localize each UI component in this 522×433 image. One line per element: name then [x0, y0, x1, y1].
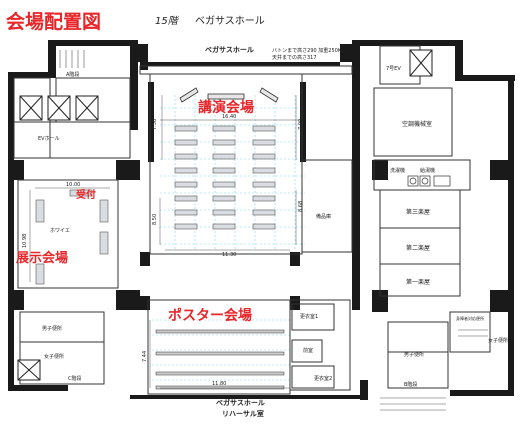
lecture-desks	[174, 125, 276, 230]
dim-1180: 11.80	[212, 381, 226, 387]
dim-868: 8.68	[298, 201, 304, 212]
elevator-shafts	[17, 49, 433, 381]
stage-screens	[179, 87, 279, 103]
stairs-b-label: B階段	[404, 381, 417, 388]
hall-top-label: ベガサスホール	[205, 45, 254, 54]
rehearsal-label-1: ベガサスホール	[216, 398, 265, 407]
room1-label: 第一楽屋	[406, 278, 430, 286]
dim-1000: 10.00	[66, 182, 80, 188]
laundry-label: 洗濯機	[390, 167, 405, 174]
exhibition-label: 展示会場	[16, 250, 68, 266]
stairs-a-label: A階段	[66, 71, 79, 78]
dim-744: 7.44	[142, 351, 148, 362]
floor-label: 15階	[155, 15, 180, 27]
room2-label: 第二楽屋	[406, 244, 430, 252]
exhibition-tables	[35, 189, 109, 285]
hall-label: ベガサスホール	[195, 15, 265, 27]
greenroom2-label: 更衣室2	[314, 375, 332, 382]
ev-hall-label: EVホール	[38, 136, 60, 142]
lecture-label: 講演会場	[198, 99, 254, 116]
batten-note-1: バトンまで高さ290 加重250K	[272, 47, 342, 54]
poster-panels	[155, 329, 285, 390]
foyer-label: ホワイエ	[50, 228, 70, 234]
dim-700: 7.00	[298, 119, 304, 130]
storage-label: 備品庫	[316, 213, 331, 220]
page-title: 会場配置図	[6, 10, 101, 33]
womens-right-label: 女子便所	[488, 337, 508, 344]
dim-1640: 16.40	[222, 114, 236, 120]
water-label: 給湯機	[420, 167, 435, 174]
rehearsal-label-2: リハーサル室	[222, 409, 264, 418]
room3-label: 第三楽屋	[406, 208, 430, 216]
lecture-grid	[152, 95, 305, 381]
machine-room-label: 空調機械室	[402, 120, 432, 128]
dim-850: 8.50	[152, 214, 158, 225]
elevator-7-label: 7号EV	[386, 66, 401, 72]
dim-1098: 10.98	[22, 234, 28, 248]
womens-left-label: 女子便所	[44, 353, 64, 360]
batten-note-2: 天井までの高さ317	[272, 54, 317, 61]
handicap-label: 身障者対応便所	[456, 315, 484, 321]
mens-right-label: 男子便所	[404, 351, 424, 358]
greenroom1-label: 更衣室1	[300, 313, 318, 320]
front-room-label: 前室	[303, 347, 313, 354]
poster-label: ポスター会場	[168, 307, 252, 324]
stairs-c-label: C階段	[68, 375, 82, 382]
walls	[8, 40, 515, 400]
room-outlines	[13, 45, 491, 395]
laundry-icons	[407, 175, 451, 187]
stairs	[59, 50, 488, 411]
mens-left-label: 男子便所	[42, 325, 62, 332]
dim-1130: 11.30	[222, 252, 236, 258]
dim-756: 7.56	[152, 119, 158, 130]
reception-label: 受付	[76, 188, 96, 201]
dimension-lines	[29, 95, 300, 389]
